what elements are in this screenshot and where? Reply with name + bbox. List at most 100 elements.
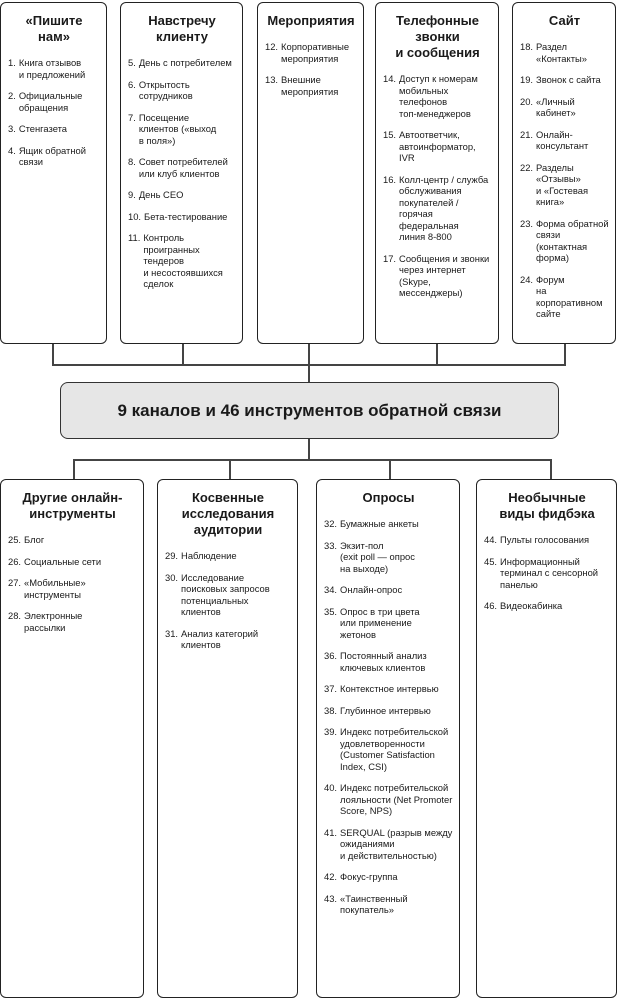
instrument-text: Посещение клиентов («выход в поля») — [138, 111, 217, 146]
instrument-text: Экзит-пол (exit poll — опрос на выходе) — [340, 539, 415, 574]
instrument-number: 16. — [383, 173, 397, 185]
instrument-text: Колл-центр / служба обслуживания покупат… — [399, 173, 489, 243]
channel-box-towards-client: Навстречу клиенту 5.День с потребителем 6… — [120, 2, 243, 344]
instrument-text: День CEO — [138, 189, 184, 200]
channel-title: Сайт — [548, 13, 581, 28]
instrument-item: 12.Корпоративные мероприятия — [265, 41, 357, 64]
connector-line — [550, 459, 552, 479]
instrument-text: Разделы «Отзывы» и «Гостевая книга» — [536, 161, 589, 208]
connector-line — [308, 344, 310, 382]
instrument-number: 42. — [324, 871, 338, 882]
instrument-text: Опрос в три цвета или применение жетонов — [340, 605, 420, 640]
instrument-text: Бумажные анкеты — [340, 518, 419, 529]
channel-title: Косвенные исследования аудитории — [181, 490, 275, 537]
connector-line — [436, 344, 438, 364]
instrument-text: Пульты голосования — [500, 534, 590, 545]
instrument-item: 38.Глубинное интервью — [324, 705, 453, 717]
instrument-number: 35. — [324, 605, 338, 617]
channel-box-other-online: Другие онлайн- инструменты 25.Блог 26.Соц… — [0, 479, 144, 998]
instrument-text: Онлайн-опрос — [340, 584, 403, 595]
instrument-text: Информационный терминал с сенсорной пане… — [500, 555, 599, 590]
center-title-box: 9 каналов и 46 инструментов обратной свя… — [60, 382, 559, 439]
channel-title: Другие онлайн- инструменты — [22, 490, 123, 521]
instrument-text: Автоответчик, автоинформатор, IVR — [399, 129, 476, 163]
instrument-item: 27.«Мобильные» инструменты — [8, 577, 137, 600]
instrument-text: Постоянный анализ ключевых клиентов — [340, 650, 427, 673]
instrument-text: Фокус-группа — [340, 871, 398, 882]
instrument-text: Наблюдение — [181, 550, 237, 561]
instrument-text: Сообщения и звонки через интернет (Skype… — [399, 252, 490, 299]
instrument-text: Исследование поисковых запросов потенциа… — [181, 571, 270, 618]
instrument-text: Раздел «Контакты» — [536, 41, 587, 64]
instrument-text: SERQUAL (разрыв между ожиданиями и дейст… — [340, 826, 453, 861]
channel-items: 1.Книга отзывов и предложений 2.Официальн… — [8, 57, 100, 168]
channel-title: Опросы — [362, 490, 415, 505]
instrument-number: 13. — [265, 74, 279, 85]
instrument-item: 26.Социальные сети — [8, 556, 137, 568]
channel-box-phone-calls: Телефонные звонки и сообщения 14.Доступ … — [375, 2, 499, 344]
connector-line — [73, 459, 75, 479]
instrument-number: 11. — [128, 232, 141, 243]
instrument-item: 39.Индекс потребительской удовлетворенно… — [324, 726, 453, 772]
instrument-number: 19. — [520, 74, 534, 85]
instrument-text: Форма обратной связи (контактная форма) — [536, 217, 609, 264]
connector-line — [229, 459, 231, 479]
instrument-number: 46. — [484, 600, 498, 611]
instrument-item: 33.Экзит-пол (exit poll — опрос на выход… — [324, 540, 453, 575]
instrument-item: 15.Автоответчик, автоинформатор, IVR — [383, 129, 492, 164]
instrument-number: 10. — [128, 210, 142, 222]
instrument-number: 2. — [8, 90, 16, 101]
instrument-text: Ящик обратной связи — [18, 144, 86, 168]
instrument-item: 25.Блог — [8, 534, 137, 546]
instrument-item: 28.Электронные рассылки — [8, 610, 137, 633]
instrument-number: 14. — [383, 73, 397, 84]
instrument-text: Индекс потребительской удовлетворенности… — [340, 726, 449, 772]
instrument-number: 4. — [8, 144, 16, 156]
instrument-item: 8.Совет потребителей или клуб клиентов — [128, 156, 236, 179]
instrument-number: 40. — [324, 782, 338, 793]
instrument-number: 29. — [165, 550, 179, 561]
connector-line — [182, 344, 184, 364]
instrument-item: 1.Книга отзывов и предложений — [8, 57, 100, 80]
instrument-text: Контекстное интервью — [340, 683, 439, 694]
channel-title: Телефонные звонки и сообщения — [395, 13, 480, 60]
instrument-item: 44.Пульты голосования — [484, 534, 610, 546]
instrument-item: 5.День с потребителем — [128, 57, 236, 69]
instrument-number: 3. — [8, 123, 16, 134]
instrument-number: 38. — [324, 704, 338, 716]
instrument-item: 45.Информационный терминал с сенсорной п… — [484, 556, 610, 591]
instrument-number: 12. — [265, 41, 279, 52]
channel-items: 44.Пульты голосования 45.Информационный т… — [484, 534, 610, 612]
instrument-text: Анализ категорий клиентов — [181, 627, 259, 651]
instrument-item: 23.Форма обратной связи (контактная форм… — [520, 218, 609, 264]
instrument-text: Стенгазета — [18, 123, 67, 134]
channel-title: Навстречу клиенту — [148, 13, 216, 44]
instrument-item: 2.Официальные обращения — [8, 90, 100, 113]
connector-line — [564, 344, 566, 364]
instrument-number: 39. — [324, 726, 338, 737]
instrument-number: 30. — [165, 571, 179, 583]
instrument-number: 15. — [383, 129, 397, 140]
instrument-number: 27. — [8, 577, 22, 588]
instrument-item: 3.Стенгазета — [8, 123, 100, 135]
instrument-text: «Личный кабинет» — [536, 95, 576, 119]
instrument-item: 4.Ящик обратной связи — [8, 145, 100, 168]
channel-items: 5.День с потребителем 6.Открытость сотруд… — [128, 57, 236, 290]
connector-line — [73, 459, 551, 461]
channel-items: 14.Доступ к номерам мобильных телефонов … — [383, 73, 492, 299]
instrument-item: 30.Исследование поисковых запросов потен… — [165, 572, 291, 618]
instrument-number: 37. — [324, 683, 338, 694]
instrument-number: 22. — [520, 161, 534, 173]
instrument-item: 6.Открытость сотрудников — [128, 79, 236, 102]
instrument-text: Бета-тестирование — [144, 210, 228, 222]
connector-line — [308, 439, 310, 459]
instrument-text: «Мобильные» инструменты — [24, 577, 86, 600]
instrument-item: 40.Индекс потребительской лояльности (Ne… — [324, 782, 453, 817]
instrument-item: 24.Форум на корпоративном сайте — [520, 274, 609, 320]
center-title: 9 каналов и 46 инструментов обратной свя… — [117, 400, 502, 420]
instrument-text: Онлайн-консультант — [536, 128, 589, 152]
